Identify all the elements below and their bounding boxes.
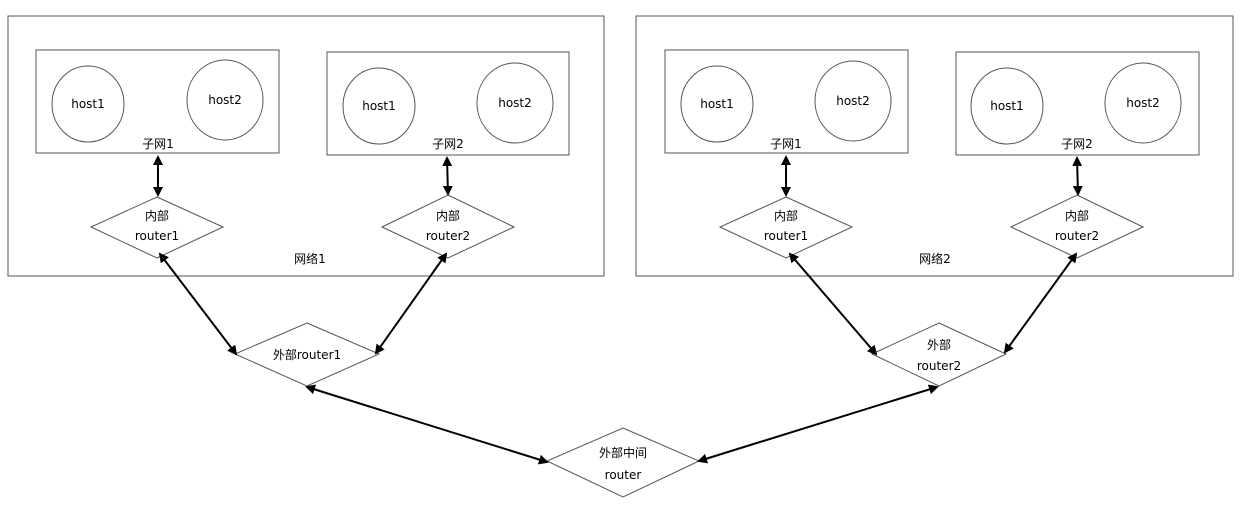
host-label: host1 (71, 97, 105, 111)
arrow-n1router1-ext1 (158, 252, 238, 356)
host-label: host2 (208, 93, 242, 107)
router-label-line1: 内部 (436, 208, 460, 223)
router-node (545, 427, 701, 498)
host-label: host2 (498, 96, 532, 110)
network-1-box (7, 15, 605, 277)
router-label-line1: 外部中间 (599, 445, 647, 460)
router-label-line2: router2 (1055, 229, 1099, 243)
subnet-label: 子网2 (432, 137, 464, 151)
network-2-internal-router-1: 内部 router1 (718, 196, 854, 259)
host-node (476, 62, 554, 144)
subnet-box (955, 51, 1200, 156)
network-2-subnet-2: host1 host2 子网2 (955, 51, 1200, 156)
external-router-2: 外部 router2 (870, 322, 1008, 387)
router-node (718, 196, 854, 259)
subnet-label: 子网2 (1061, 137, 1093, 151)
host-label: host2 (836, 94, 870, 108)
arrow-ext1-middle (305, 384, 549, 465)
arrow-n1router2-ext1 (374, 252, 448, 355)
network-2-subnet-1: host1 host2 子网1 (664, 49, 909, 154)
router-label-line1: 外部 (927, 337, 951, 352)
router-label-line2: router1 (135, 229, 179, 243)
host-node (51, 65, 125, 143)
subnet-label: 子网1 (770, 137, 802, 151)
host-node (186, 59, 264, 141)
subnet-box (664, 49, 909, 154)
network-1-subnet-1: host1 host2 子网1 (35, 49, 280, 154)
router-label-line1: 内部 (145, 208, 169, 223)
router-node (870, 322, 1008, 387)
host-node (342, 67, 416, 145)
network-2-label: 网络2 (919, 251, 951, 266)
arrow-n2-subnet2-router2 (1072, 156, 1083, 196)
network-1: 网络1 host1 host2 子网1 host1 host2 子网2 内部 r… (7, 15, 605, 277)
router-label-line2: router1 (764, 229, 808, 243)
router-label-line2: router2 (917, 359, 961, 373)
subnet-box (326, 51, 570, 156)
network-1-subnet-2: host1 host2 子网2 (326, 51, 570, 156)
router-node (89, 196, 225, 259)
router-label: 外部router1 (273, 347, 341, 362)
host-node (814, 60, 892, 142)
host-label: host1 (362, 99, 396, 113)
host-node (1104, 62, 1182, 144)
network-2: 网络2 host1 host2 子网1 host1 host2 子网2 内部 r… (635, 15, 1234, 277)
host-node (680, 65, 754, 143)
network-1-internal-router-2: 内部 router2 (380, 194, 516, 259)
subnet-label: 子网1 (142, 137, 174, 151)
host-label: host1 (990, 99, 1024, 113)
arrow-n2router2-ext2 (1003, 252, 1078, 354)
router-label-line1: 内部 (774, 208, 798, 223)
router-label-line2: router (605, 468, 642, 482)
network-1-internal-router-1: 内部 router1 (89, 196, 225, 259)
host-node (970, 67, 1044, 145)
router-node (380, 194, 516, 259)
router-node (1009, 194, 1145, 259)
arrow-n1-subnet2-router2 (442, 156, 453, 196)
host-label: host2 (1126, 96, 1160, 110)
middle-router: 外部中间 router (545, 427, 701, 498)
network-2-box (635, 15, 1234, 277)
arrow-ext2-middle (697, 384, 939, 464)
router-label-line2: router2 (426, 229, 470, 243)
arrow-n2router1-ext2 (788, 252, 878, 356)
external-router-1: 外部router1 (233, 322, 381, 387)
host-label: host1 (700, 97, 734, 111)
connections (153, 155, 1083, 465)
router-label-line1: 内部 (1065, 208, 1089, 223)
subnet-box (35, 49, 280, 154)
network-2-internal-router-2: 内部 router2 (1009, 194, 1145, 259)
network-1-label: 网络1 (294, 251, 326, 266)
